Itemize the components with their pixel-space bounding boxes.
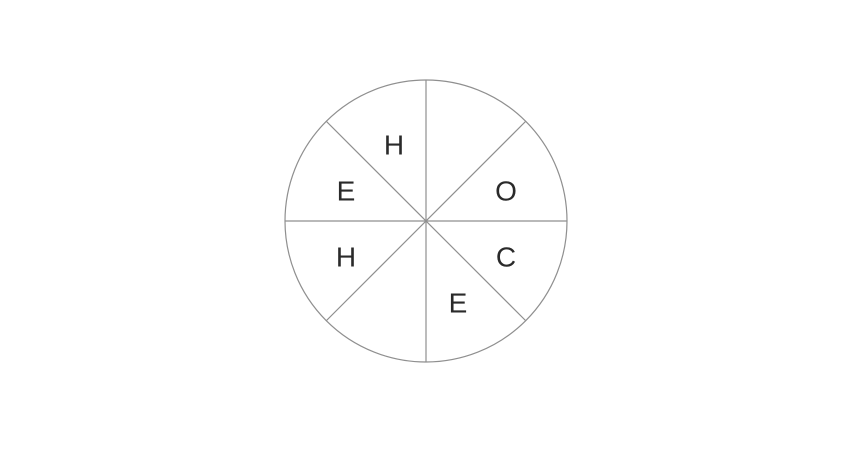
wedge-labels: H O C E H E bbox=[336, 130, 517, 319]
wedge-label-7: E bbox=[337, 176, 356, 207]
wedge-label-6: H bbox=[336, 242, 356, 273]
divider-diagonal-b bbox=[325, 120, 527, 322]
wedge-label-3: C bbox=[496, 242, 516, 273]
wedge-label-4: E bbox=[449, 288, 468, 319]
wedge-label-2: O bbox=[495, 176, 517, 207]
wedge-label-1: H bbox=[384, 130, 404, 161]
